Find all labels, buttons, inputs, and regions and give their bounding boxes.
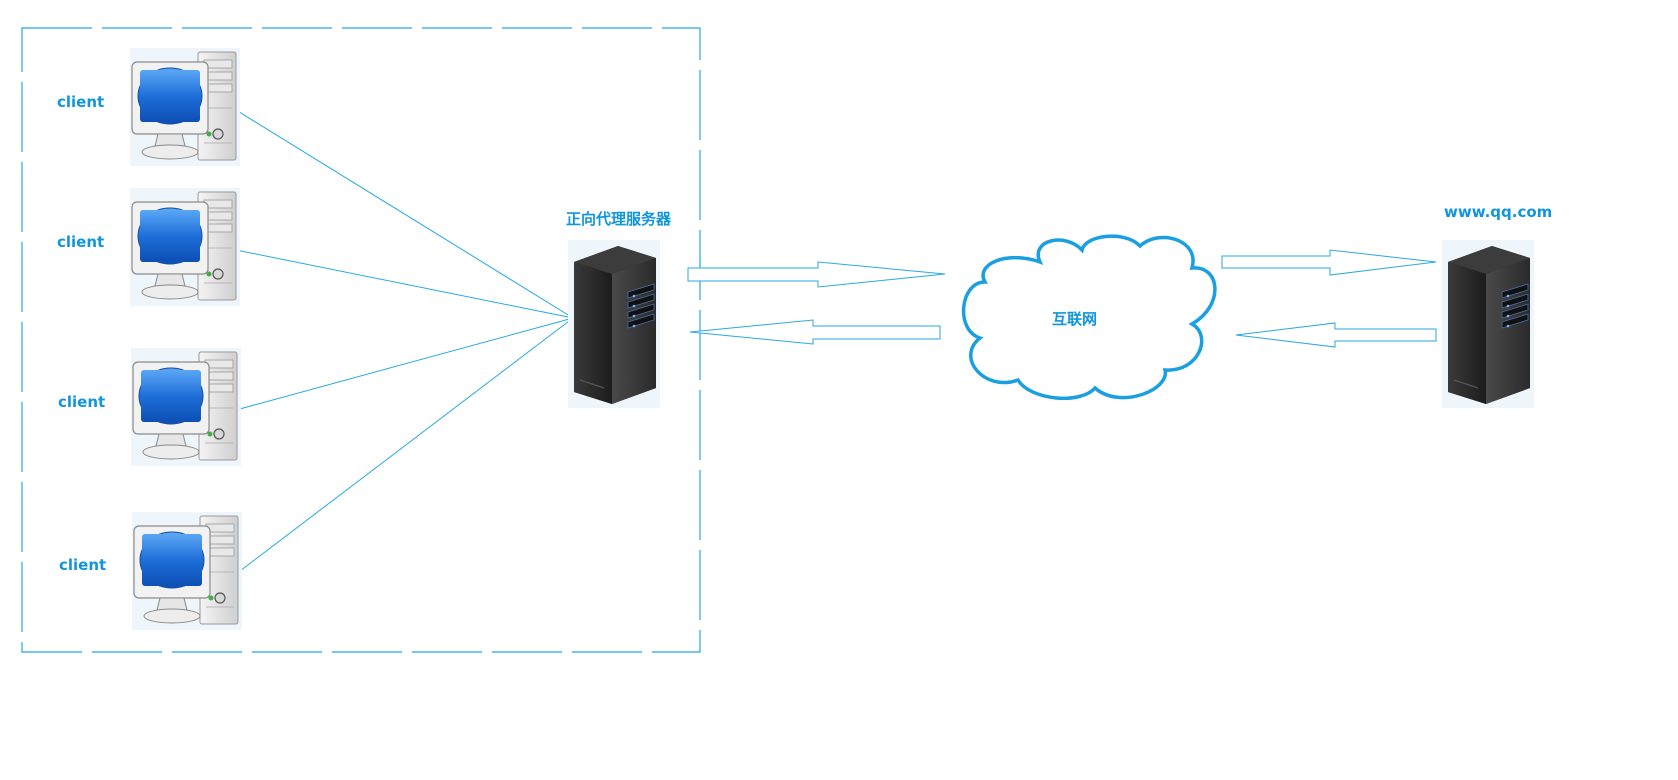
- target-label: www.qq.com: [1444, 203, 1552, 221]
- client-label: client: [59, 556, 106, 574]
- computer-icon: [131, 511, 243, 631]
- server-icon: [567, 239, 661, 409]
- client-computer: client: [59, 511, 243, 631]
- request-arrow: [1221, 249, 1437, 276]
- response-arrow: [1235, 322, 1437, 348]
- proxy-network-boundary: [21, 27, 701, 653]
- client-label: client: [57, 233, 104, 251]
- client-label: client: [58, 393, 105, 411]
- connection-line: [235, 109, 574, 319]
- computer-icon: [130, 347, 242, 467]
- computer-icon: [129, 187, 241, 307]
- response-arrow: [689, 319, 941, 345]
- proxy-server: 正向代理服务器: [566, 210, 672, 409]
- server-icon: [1441, 239, 1535, 409]
- target-server: www.qq.com: [1441, 203, 1552, 409]
- client-computer: client: [58, 347, 242, 467]
- connection-line: [235, 317, 574, 575]
- client-computer: client: [57, 187, 241, 307]
- request-arrow: [687, 261, 946, 288]
- connection-line: [235, 249, 574, 319]
- cloud-icon: [962, 234, 1217, 401]
- computer-icon: [129, 47, 241, 167]
- client-computer: client: [57, 47, 241, 167]
- client-label: client: [57, 93, 104, 111]
- internet-cloud: 互联网: [962, 234, 1217, 401]
- internet-label: 互联网: [1052, 310, 1097, 328]
- connection-line: [235, 317, 574, 411]
- proxy-label: 正向代理服务器: [566, 210, 672, 228]
- client-connection-lines: [235, 109, 574, 575]
